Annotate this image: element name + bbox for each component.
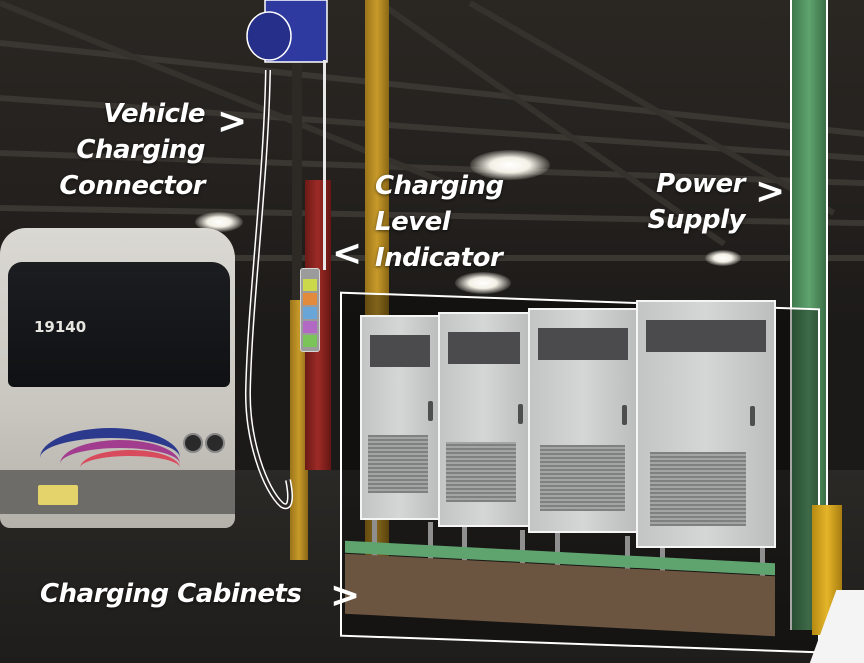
charging-level-arrow: < — [332, 233, 363, 274]
charging-cabinet — [528, 308, 638, 533]
yellow-support-pole — [290, 300, 308, 560]
cabinet-vent — [368, 435, 428, 493]
bus-stripe — [80, 450, 180, 486]
power-supply-line-2: Supply — [647, 205, 746, 235]
charging-cabinet — [360, 315, 440, 520]
charger-head — [246, 0, 328, 63]
vehicle-connector-label: Vehicle — [95, 96, 205, 132]
bus-headlight — [183, 433, 203, 453]
indicator-level-2 — [303, 293, 317, 305]
power-supply-line-1: Power — [656, 169, 745, 199]
cabinet-vent — [446, 442, 516, 502]
indicator-level-3 — [303, 307, 317, 319]
indicator-level-4 — [303, 321, 317, 333]
cabinet-top-panel — [370, 335, 430, 367]
cabinet-leg — [372, 520, 377, 560]
bus-bumper — [0, 470, 235, 514]
power-supply-label: Power Supply — [630, 166, 746, 238]
cabinet-top-panel — [646, 320, 766, 352]
power-supply-arrow: > — [755, 171, 786, 212]
cabinet-handle — [518, 404, 523, 424]
charging-cabinet — [438, 312, 530, 527]
ceiling-beam — [0, 255, 864, 261]
bus-number: 19140 — [34, 318, 87, 336]
cabinet-handle — [428, 401, 433, 421]
cabinet-handle — [622, 405, 627, 425]
bus-stripe — [60, 440, 180, 488]
cabinet-top-panel — [538, 328, 628, 360]
cabinet-vent — [540, 445, 625, 511]
bus-headlight — [205, 433, 225, 453]
vehicle-connector-line-3: Connector — [59, 171, 205, 201]
ceiling-light — [195, 212, 243, 232]
vehicle-connector-line-2: Charging — [76, 135, 205, 165]
vehicle-connector-line-1: Vehicle — [103, 99, 205, 129]
indicator-level-5 — [303, 335, 317, 347]
cabinet-top-panel — [448, 332, 520, 364]
cabinet-handle — [750, 406, 755, 426]
charging-cabinets-arrow: > — [330, 575, 361, 616]
license-plate — [38, 485, 78, 505]
charging-cabinet — [636, 300, 776, 548]
cabinet-vent — [650, 452, 746, 526]
charging-level-label: Charging Level Indicator — [375, 168, 504, 276]
charging-level-indicator — [300, 268, 320, 352]
charging-cable — [244, 69, 293, 510]
ceiling-light — [705, 250, 741, 266]
charging-level-line-3: Indicator — [375, 243, 503, 273]
vehicle-connector-label-2: Charging Connector — [40, 132, 205, 204]
indicator-cable — [323, 60, 326, 270]
ceiling-light — [470, 150, 550, 180]
ceiling-light — [455, 272, 511, 294]
charging-level-line-2: Level — [375, 207, 451, 237]
charging-cabinets-label: Charging Cabinets — [40, 579, 302, 609]
charging-level-line-1: Charging — [375, 171, 504, 201]
indicator-level-1 — [303, 279, 317, 291]
connector-pole — [292, 0, 302, 300]
vehicle-connector-arrow: > — [217, 101, 248, 142]
bus-stripe — [40, 428, 180, 488]
bus-windshield — [8, 262, 230, 387]
